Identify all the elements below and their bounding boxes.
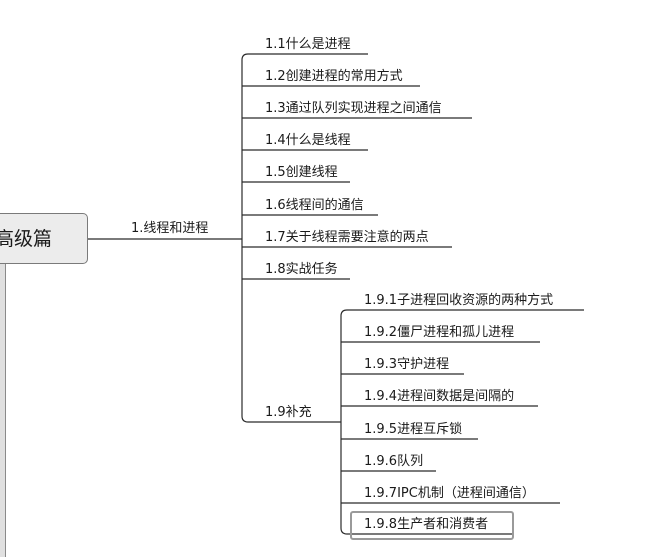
topic-connector xyxy=(241,415,318,423)
subtopic-label: 1.9.7IPC机制（进程间通信） xyxy=(364,486,535,501)
topic-label: 1.7关于线程需要注意的两点 xyxy=(265,230,429,245)
subtopic-label: 1.9.1子进程回收资源的两种方式 xyxy=(364,293,554,308)
subtopic-1-9-3[interactable]: 1.9.3守护进程 xyxy=(364,357,449,373)
subtopic-1-9-4[interactable]: 1.9.4进程间数据是间隔的 xyxy=(364,389,514,405)
topic-label: 1.8实战任务 xyxy=(265,262,338,277)
subtopic-connector xyxy=(340,527,513,535)
selection-frame xyxy=(350,511,514,540)
topic-label: 1.3通过队列实现进程之间通信 xyxy=(265,101,442,116)
branch-topic-label: 1.线程和进程 xyxy=(131,221,209,236)
topic-1-9[interactable]: 1.9补充 xyxy=(265,405,312,421)
topic-1-1[interactable]: 1.1什么是进程 xyxy=(265,37,351,53)
topic-1-2[interactable]: 1.2创建进程的常用方式 xyxy=(265,69,403,85)
topic-1-5[interactable]: 1.5创建线程 xyxy=(265,165,338,181)
subtopic-1-9-8[interactable]: 1.9.8生产者和消费者 xyxy=(364,517,488,533)
topic-1-4[interactable]: 1.4什么是线程 xyxy=(265,133,351,149)
branch-topic[interactable]: 1.线程和进程 xyxy=(131,221,208,237)
topic-1-8[interactable]: 1.8实战任务 xyxy=(265,262,338,278)
topic-label: 1.2创建进程的常用方式 xyxy=(265,69,403,84)
topic-label: 1.4什么是线程 xyxy=(265,133,351,148)
root-side-panel xyxy=(0,264,6,557)
subtopic-label: 1.9.8生产者和消费者 xyxy=(364,517,489,532)
subtopic-1-9-1[interactable]: 1.9.1子进程回收资源的两种方式 xyxy=(364,293,553,309)
subtopic-connector xyxy=(340,309,584,317)
subtopic-1-9-7[interactable]: 1.9.7IPC机制（进程间通信） xyxy=(364,486,535,502)
topic-label: 1.9补充 xyxy=(265,405,312,420)
root-topic[interactable]: 高级篇 xyxy=(0,213,88,264)
topic-1-6[interactable]: 1.6线程间的通信 xyxy=(265,198,364,214)
topic-connector xyxy=(241,53,368,61)
subtopic-label: 1.9.3守护进程 xyxy=(364,357,450,372)
topic-label: 1.6线程间的通信 xyxy=(265,198,364,213)
subtopic-label: 1.9.2僵尸进程和孤儿进程 xyxy=(364,325,515,340)
topic-label: 1.5创建线程 xyxy=(265,165,338,180)
subtopic-1-9-2[interactable]: 1.9.2僵尸进程和孤儿进程 xyxy=(364,325,514,341)
subtopic-1-9-6[interactable]: 1.9.6队列 xyxy=(364,454,423,470)
subtopic-1-9-5[interactable]: 1.9.5进程互斥锁 xyxy=(364,422,462,438)
topic-label: 1.1什么是进程 xyxy=(265,37,351,52)
topic-1-7[interactable]: 1.7关于线程需要注意的两点 xyxy=(265,230,429,246)
root-topic-label: 高级篇 xyxy=(0,228,53,250)
subtopic-label: 1.9.6队列 xyxy=(364,454,424,469)
subtopic-label: 1.9.5进程互斥锁 xyxy=(364,422,463,437)
subtopic-label: 1.9.4进程间数据是间隔的 xyxy=(364,389,515,404)
topic-1-3[interactable]: 1.3通过队列实现进程之间通信 xyxy=(265,101,442,117)
